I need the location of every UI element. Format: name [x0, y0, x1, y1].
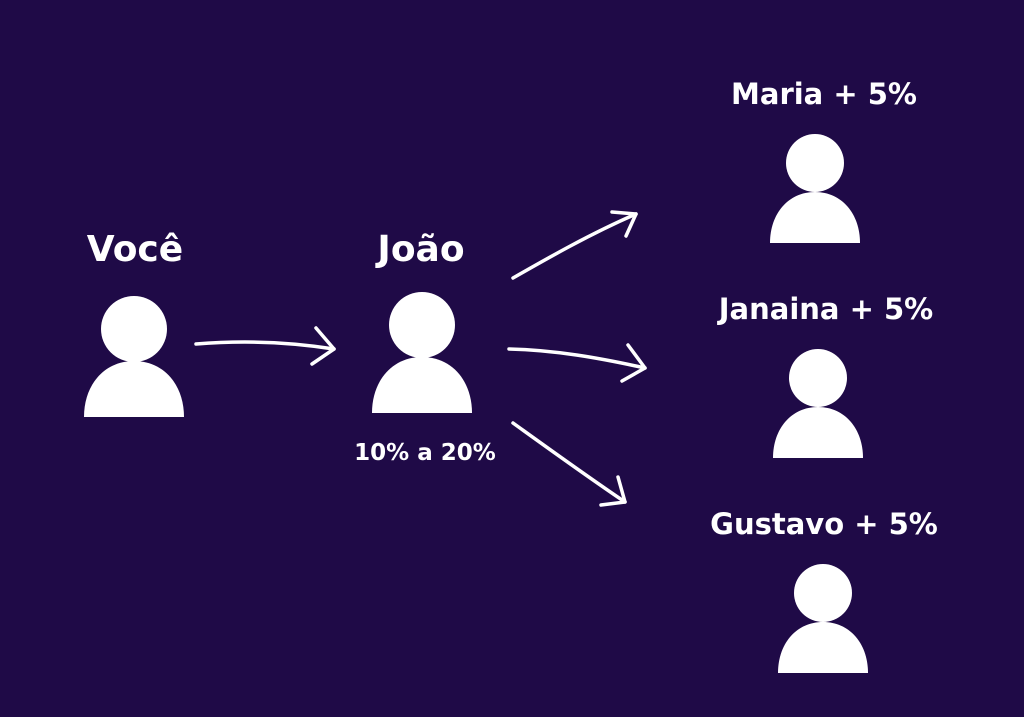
person-icon-voce — [84, 296, 184, 417]
node-label-joao: João — [377, 229, 465, 270]
node-label-voce: Você — [86, 229, 184, 270]
person-icon-gustavo — [778, 564, 868, 673]
person-icon-janaina — [773, 349, 863, 458]
arrow-joao-to-gustavo — [511, 421, 627, 507]
arrow-voce-to-joao — [194, 326, 336, 366]
node-sublabel-joao: 10% a 20% — [354, 440, 496, 466]
person-icon-joao — [372, 292, 472, 413]
node-label-janaina: Janaina + 5% — [718, 292, 934, 326]
node-label-gustavo: Gustavo + 5% — [710, 507, 938, 541]
person-icon-maria — [770, 134, 860, 243]
arrow-joao-to-maria — [511, 210, 638, 280]
node-label-maria: Maria + 5% — [731, 77, 917, 111]
arrow-joao-to-janaina — [507, 343, 647, 383]
